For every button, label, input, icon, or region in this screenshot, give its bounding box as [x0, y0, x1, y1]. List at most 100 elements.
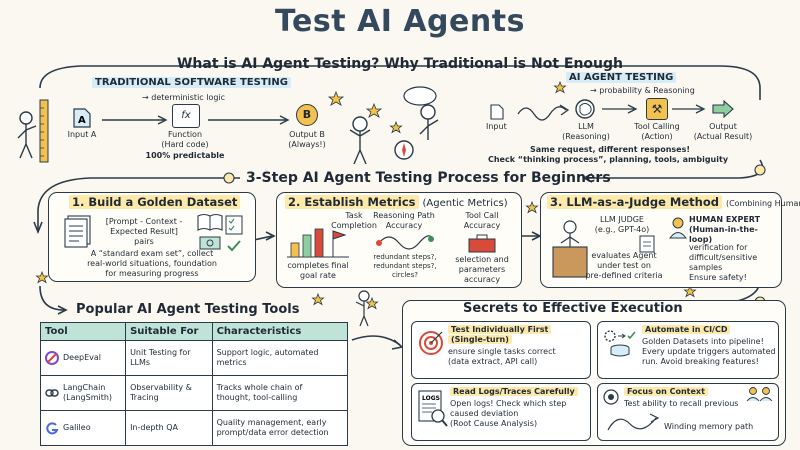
step-3-card: 3. LLM-as-a-Judge Method (Combining Huma… — [540, 192, 800, 288]
table-row: Galileo In-depth QA Quality management, … — [39, 410, 349, 446]
table-cell-tool: DeepEval — [39, 340, 127, 376]
ai-llm: LLM (Reasoning) — [562, 122, 610, 141]
table-cell-tool: LangChain (LangSmith) — [39, 375, 127, 411]
traditional-function: Function (Hard code) — [161, 130, 209, 149]
metric-tool-call-desc: selection and parameters accuracy — [455, 255, 509, 284]
traditional-predictable: 100% predictable — [145, 151, 225, 160]
svg-text:LOGS: LOGS — [422, 395, 440, 402]
document-stack-icon — [63, 215, 93, 253]
step-1-card: 1. Build a Golden Dataset [Prompt - Cont… — [48, 192, 256, 282]
secret-3-title: Read Logs/Traces Carefully — [450, 387, 578, 397]
table-header-suitable: Suitable For — [125, 322, 213, 341]
galileo-logo-icon — [46, 422, 59, 435]
winding-path-icon — [607, 413, 660, 431]
secret-1-subtitle: (Single-turn) — [448, 335, 512, 345]
metric-reasoning-path-desc: redundant steps?, redundant steps?, circ… — [373, 253, 437, 279]
table-cell-suitable: In-depth QA — [125, 410, 213, 446]
human-expert: HUMAN EXPERT (Human-in-the-loop) — [689, 215, 761, 244]
traditional-logic: → deterministic logic — [142, 93, 226, 102]
checkmark-icon — [227, 237, 241, 256]
traditional-input: Input A — [67, 130, 97, 139]
gear-database-icon — [602, 328, 638, 362]
svg-text:A: A — [78, 115, 86, 126]
tools-table: Tool Suitable For Characteristics DeepEv… — [39, 322, 349, 446]
secret-card-4: Focus on Context Test ability to recall … — [597, 383, 779, 441]
clipboard-icon — [639, 233, 655, 257]
secret-card-1: Test Individually First (Single-turn) en… — [411, 321, 591, 379]
tools-icon: ⚒ — [646, 98, 668, 120]
tools-title: Popular AI Agent Testing Tools — [76, 302, 300, 317]
output-arrow-icon — [712, 99, 734, 122]
arrow-icon — [602, 104, 638, 114]
langchain-logo-icon — [45, 389, 59, 397]
table-cell-characteristics: Tracks whole chain of thought, tool-call… — [211, 375, 349, 411]
tool-name: DeepEval — [63, 353, 101, 362]
table-cell-suitable: Unit Testing for LLMs — [125, 340, 213, 376]
human-expert-desc: verification for difficult/sensitive sam… — [689, 243, 758, 282]
eye-target-icon — [602, 388, 620, 410]
secret-1-desc: ensure single tasks correct (data extrac… — [448, 347, 556, 366]
table-cell-tool: Galileo — [39, 410, 127, 446]
traditional-output: Output B (Always!) — [288, 130, 326, 149]
ai-testing-logic: → probability & Reasoning — [590, 86, 695, 95]
ai-tool: Tool Calling (Action) — [634, 122, 680, 141]
llm-icon — [574, 98, 596, 124]
ai-testing-heading: AI AGENT TESTING — [566, 72, 677, 83]
step-1-desc: A “standard exam set”, collect real-worl… — [87, 249, 217, 278]
table-header-characteristics: Characteristics — [211, 322, 349, 341]
table-row: LangChain (LangSmith) Observability & Tr… — [39, 375, 349, 411]
person-icon — [669, 217, 687, 243]
process-title: 3-Step AI Agent Testing Process for Begi… — [246, 170, 611, 186]
tool-name: Galileo — [63, 423, 91, 432]
traditional-heading: TRADITIONAL SOFTWARE TESTING — [92, 77, 291, 88]
secret-2-title: Automate in CI/CD — [642, 325, 731, 335]
step-1-title: 1. Build a Golden Dataset — [69, 195, 241, 209]
secret-4-desc: Test ability to recall previous — [624, 399, 739, 408]
secret-4-path: Winding memory path — [664, 422, 754, 431]
secrets-card: Secrets to Effective Execution Test Indi… — [402, 300, 786, 446]
secret-1-title: Test Individually First — [448, 325, 588, 335]
target-icon — [418, 330, 444, 360]
step-3-title: 3. LLM-as-a-Judge Method (Combining Huma… — [547, 195, 800, 209]
llm-judge-desc: evaluates Agent under test on pre-define… — [585, 251, 663, 280]
arrow-icon — [102, 115, 168, 125]
ai-output: Output (Actual Result) — [693, 122, 753, 141]
llm-judge: LLM JUDGE (e.g., GPT-4o) — [594, 215, 650, 234]
section-question-heading: What is AI Agent Testing? Why Traditiona… — [176, 56, 624, 72]
page-title: Test AI Agents — [275, 4, 525, 39]
cash-icon — [199, 235, 221, 254]
table-header-tool: Tool — [39, 322, 127, 341]
wavy-arrow-icon — [517, 104, 570, 121]
book-icon — [197, 213, 223, 235]
deepeval-logo-icon — [45, 351, 59, 365]
tool-name: LangChain (LangSmith) — [63, 383, 113, 402]
step-2-card: 2. Establish Metrics (Agentic Metrics) T… — [276, 192, 522, 288]
function-icon: fx — [172, 104, 200, 128]
table-cell-characteristics: Quality management, early prompt/data er… — [211, 410, 349, 446]
secret-card-3: LOGS Read Logs/Traces Carefully Open log… — [411, 383, 591, 441]
secret-2-desc: Golden Datasets into pipeline! Every upd… — [642, 337, 776, 366]
table-cell-suitable: Observability & Tracing — [125, 375, 213, 411]
step-2-title: 2. Establish Metrics (Agentic Metrics) — [285, 195, 508, 209]
output-b-icon: B — [296, 104, 318, 126]
secrets-title: Secrets to Effective Execution — [463, 301, 683, 316]
people-group-icon — [746, 386, 774, 406]
judge-podium-icon — [549, 217, 591, 285]
step-1-pairs: [Prompt - Context - Expected Result] pai… — [105, 217, 183, 246]
arrow-icon — [208, 115, 290, 125]
document-a-icon: A — [72, 108, 104, 128]
metric-task-completion-desc: completes final goal rate — [287, 261, 349, 280]
ai-input: Input — [486, 122, 507, 131]
table-row: DeepEval Unit Testing for LLMs Support l… — [39, 340, 349, 376]
arrow-icon — [672, 104, 706, 114]
toolbox-icon — [467, 231, 497, 257]
checklist-icon — [225, 215, 243, 239]
metric-reasoning-path: Reasoning Path Accuracy — [373, 211, 435, 230]
document-icon — [490, 104, 504, 124]
path-icon — [375, 231, 435, 257]
metric-tool-call: Tool Call Accuracy — [463, 211, 501, 230]
secret-3-desc: Open logs! Check which step caused devia… — [450, 399, 567, 428]
secret-card-2: Automate in CI/CD Golden Datasets into p… — [597, 321, 779, 379]
bar-chart-icon — [285, 223, 351, 263]
